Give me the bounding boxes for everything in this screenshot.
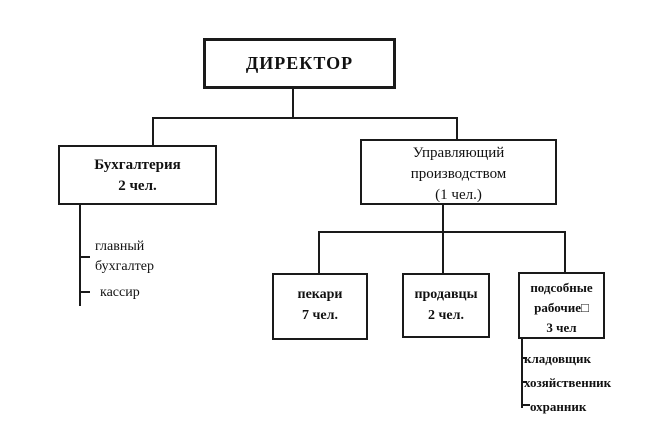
- node-bakers: пекари 7 чел.: [272, 273, 368, 340]
- connector-manager-down: [442, 205, 444, 233]
- label-cashier: кассир: [100, 285, 140, 300]
- production-manager-title-line1: Управляющий: [412, 145, 505, 161]
- director-label: ДИРЕКТОР: [245, 53, 354, 73]
- connector-to-sellers: [442, 231, 444, 273]
- tick-cashier: [79, 291, 90, 293]
- node-production-manager: Управляющий производством (1 чел.): [360, 139, 557, 205]
- bakers-count: 7 чел.: [302, 308, 338, 323]
- connector-to-production-manager: [456, 117, 458, 139]
- node-sellers: продавцы 2 чел.: [402, 273, 490, 338]
- label-storekeeper: кладовщик: [524, 351, 592, 366]
- tick-chief-accountant: [79, 256, 90, 258]
- tick-household-manager: [521, 381, 527, 383]
- connector-accounting-staff: [79, 205, 81, 306]
- production-manager-count: (1 чел.): [435, 187, 482, 203]
- connector-director-down: [292, 89, 294, 118]
- connector-level1-horizontal: [152, 117, 458, 119]
- bakers-title: пекари: [297, 287, 343, 302]
- connector-to-bakers: [318, 231, 320, 273]
- sellers-title: продавцы: [414, 287, 478, 302]
- label-chief-accountant: главный бухгалтер: [95, 239, 154, 274]
- connector-auxiliary-staff: [521, 339, 523, 408]
- tick-guard: [521, 404, 530, 406]
- production-manager-title-line2: производством: [410, 166, 507, 182]
- sellers-count: 2 чел.: [428, 308, 464, 323]
- accounting-count: 2 чел.: [118, 178, 157, 194]
- auxiliary-workers-title-line2: рабочие□: [534, 300, 589, 315]
- node-auxiliary-workers: подсобные рабочие□ 3 чел: [518, 272, 605, 339]
- node-accounting: Бухгалтерия 2 чел.: [58, 145, 217, 205]
- auxiliary-staff-list: кладовщик хозяйственник охранник: [524, 347, 611, 419]
- label-guard: охранник: [530, 399, 587, 414]
- node-director: ДИРЕКТОР: [203, 38, 396, 89]
- auxiliary-workers-count: 3 чел: [546, 320, 577, 335]
- auxiliary-workers-title-line1: подсобные: [530, 280, 593, 295]
- accounting-title: Бухгалтерия: [94, 157, 181, 173]
- tick-storekeeper: [521, 357, 527, 359]
- label-household-manager: хозяйственник: [524, 375, 612, 390]
- connector-to-accounting: [152, 117, 154, 145]
- connector-to-auxiliary-workers: [564, 231, 566, 272]
